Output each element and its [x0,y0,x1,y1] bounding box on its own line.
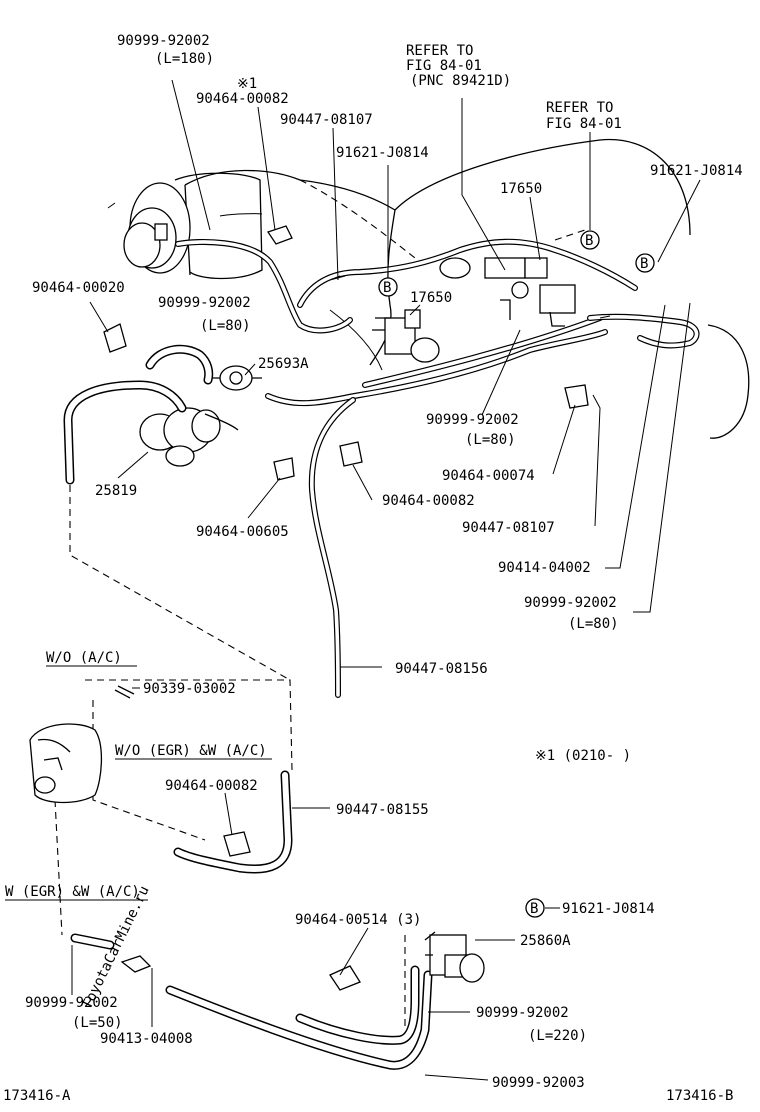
b-marker-3: B [383,280,391,296]
circle-marks: B B B B [378,230,655,918]
callout-90999-92003: 90999-92003 [492,1075,585,1091]
egr-valve-25819 [139,407,239,467]
callout-90999-92002-l50: 90999-92002 [25,995,118,1011]
dashed-connectors [54,229,586,1030]
throttle-body [107,172,263,280]
callout-90464-00082-mid: 90464-00082 [382,493,475,509]
bottom-hoses [70,933,433,1070]
callout-90999-92002-l80-c: 90999-92002 [524,595,617,611]
b-marker-1: B [585,233,593,249]
vsv-25860A [424,931,485,983]
callout-90464-00020: 90464-00020 [32,280,125,296]
callout-l80-b: (L=80) [465,432,516,448]
figure-id-left: 173416-A [3,1088,71,1104]
callout-90999-92002-l80-b: 90999-92002 [426,412,519,428]
vsv-17650-left [372,309,440,363]
callout-note-mark-1: ※1 [237,76,257,92]
callout-refer-fig-a-line1: REFER TO [406,43,473,59]
vacuum-hose-network [175,238,700,698]
vsv-17650-right [484,257,576,327]
valve-25693A [210,365,262,391]
condition-labels: W/O (A/C) W/O (EGR) &W (A/C) W (EGR) &W … [5,650,631,901]
condition-w-egr-w-ac: W (EGR) &W (A/C) [5,884,140,900]
callout-90464-00605: 90464-00605 [196,524,289,540]
callout-91621-j0814-a: 91621-J0814 [336,145,429,161]
callout-17650-right: 17650 [500,181,542,197]
callout-25860A: 25860A [520,933,571,949]
callout-90447-08107-mid: 90447-08107 [462,520,555,536]
callout-refer-fig-a-line2: FIG 84-01 [406,58,482,74]
callout-90447-08155: 90447-08155 [336,802,429,818]
callout-90999-92002-l180: 90999-92002 [117,33,210,49]
b-marker-2: B [640,256,648,272]
callout-25819: 25819 [95,483,137,499]
callout-90464-00074: 90464-00074 [442,468,535,484]
figure-id-right: 173416-B [666,1088,733,1104]
watermark: ToyotaCarMine.ru [79,884,152,1012]
callout-refer-fig-a-line3: (PNC 89421D) [410,73,511,89]
callout-25693A: 25693A [258,356,309,372]
engine-outline [184,138,750,439]
callout-90464-00514: 90464-00514 (3) [295,912,421,928]
callout-l220: (L=220) [528,1028,587,1044]
callout-90999-92002-l220: 90999-92002 [476,1005,569,1021]
callout-l50: (L=50) [72,1015,123,1031]
callout-91621-j0814-c: 91621-J0814 [562,901,655,917]
vacuum-sensing-parts [439,257,511,320]
callout-labels: 90999-92002 (L=180) ※1 90464-00082 90447… [25,33,743,1091]
callout-90447-08107-top: 90447-08107 [280,112,373,128]
figure-ids: 173416-A 173416-B [3,1088,733,1104]
leader-lines [71,79,701,1081]
callout-90464-00082-top: 90464-00082 [196,91,289,107]
hose-90447-08155 [173,770,293,874]
condition-wo-ac: W/O (A/C) [46,650,122,666]
footnote-production-date: ※1 (0210- ) [535,748,631,764]
callout-90339-03002: 90339-03002 [143,681,236,697]
callout-l80-a: (L=80) [200,318,251,334]
callout-refer-fig-b-line1: REFER TO [546,100,613,116]
b-marker-4: B [530,901,538,917]
callout-90447-08156: 90447-08156 [395,661,488,677]
callout-91621-j0814-b: 91621-J0814 [650,163,743,179]
callout-l80-c: (L=80) [568,616,619,632]
condition-wo-egr-w-ac: W/O (EGR) &W (A/C) [115,743,267,759]
clips [103,225,589,991]
callout-l180: (L=180) [155,51,214,67]
callout-90999-92002-l80-a: 90999-92002 [158,295,251,311]
callout-90414-04002: 90414-04002 [498,560,591,576]
watermark-text: ToyotaCarMine.ru [79,884,152,1012]
callout-17650-left: 17650 [410,290,452,306]
callout-90464-00082-low: 90464-00082 [165,778,258,794]
left-hoses [63,344,214,485]
callout-90413-04008: 90413-04008 [100,1031,193,1047]
actuator-assembly [29,685,135,804]
callout-refer-fig-b-line2: FIG 84-01 [546,116,622,132]
